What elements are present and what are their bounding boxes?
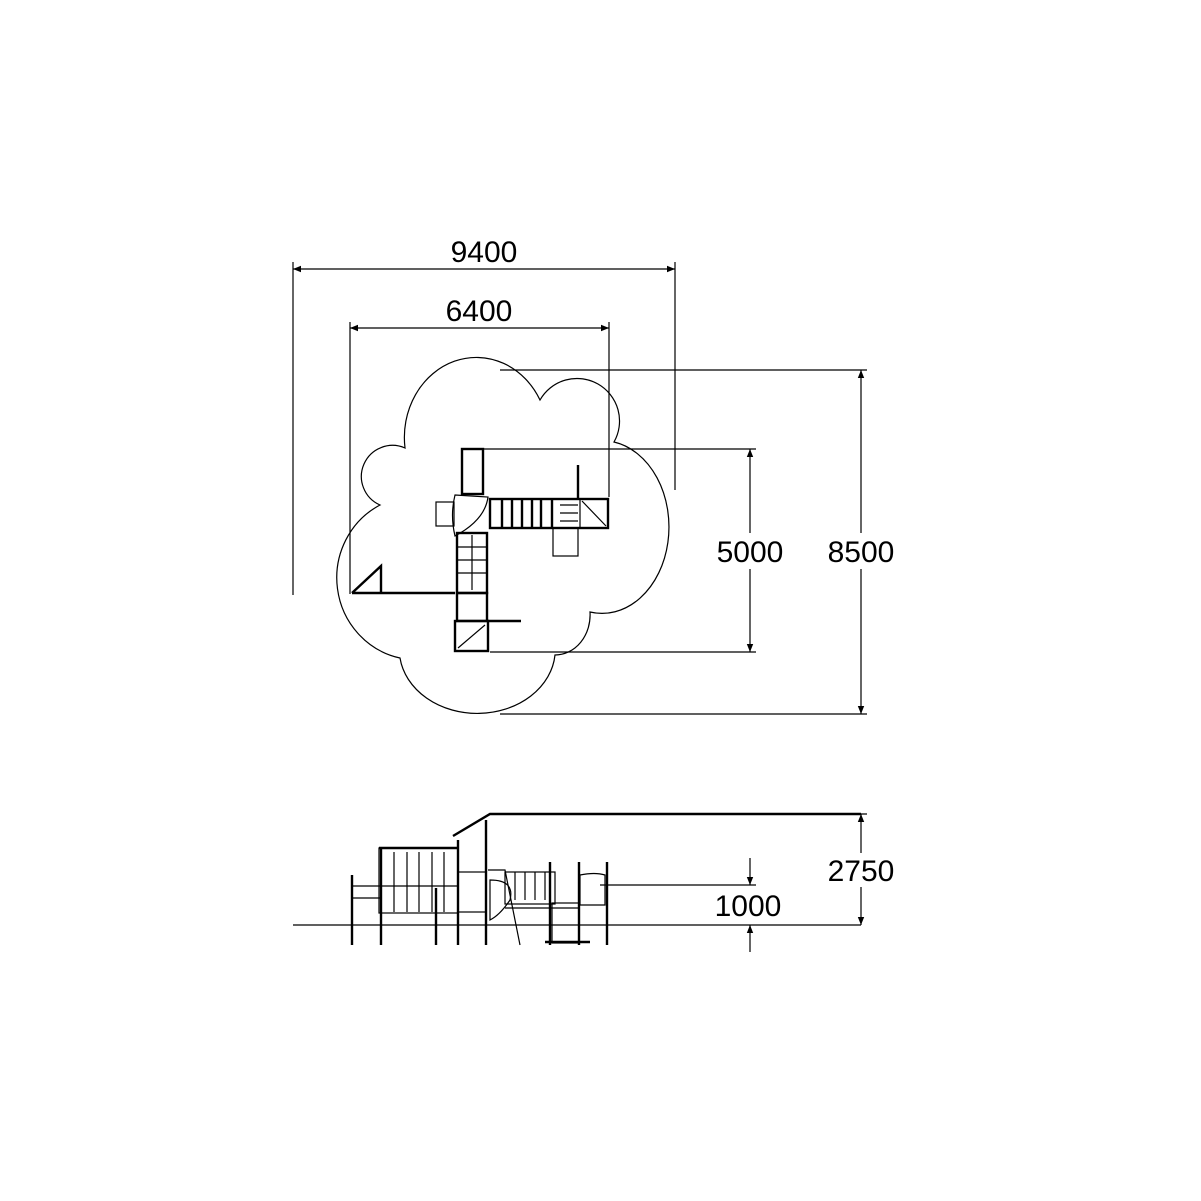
bridge — [488, 497, 610, 530]
bridge-slats — [500, 499, 578, 528]
play-structure-elevation — [350, 812, 861, 946]
dimension-label: 1000 — [715, 890, 782, 923]
ladder — [435, 501, 455, 527]
dimension-label: 9400 — [451, 236, 518, 269]
dimension-label: 6400 — [446, 295, 513, 328]
climbing-ladder — [552, 527, 579, 557]
dimension-1000: 1000 — [600, 858, 781, 952]
corner-platform — [453, 619, 490, 653]
safety-zone-outline — [336, 356, 670, 715]
steps — [455, 591, 489, 623]
dimension-label: 8500 — [828, 536, 895, 569]
dimension-label: 5000 — [717, 536, 784, 569]
slide-top — [460, 447, 485, 496]
dimension-label: 2750 — [828, 855, 895, 888]
elevation-view: 2750 1000 — [293, 812, 903, 952]
play-structure-plan — [351, 447, 610, 653]
swing-bar — [351, 563, 455, 595]
dimension-6400: 6400 — [349, 295, 610, 594]
dimension-5000: 5000 — [484, 448, 792, 653]
dimension-9400: 9400 — [292, 236, 676, 595]
end-platform — [579, 498, 609, 529]
tower-roof — [451, 494, 489, 537]
dimension-8500: 8500 — [500, 369, 903, 715]
plan-view: 9400 6400 5000 8500 — [292, 236, 903, 715]
